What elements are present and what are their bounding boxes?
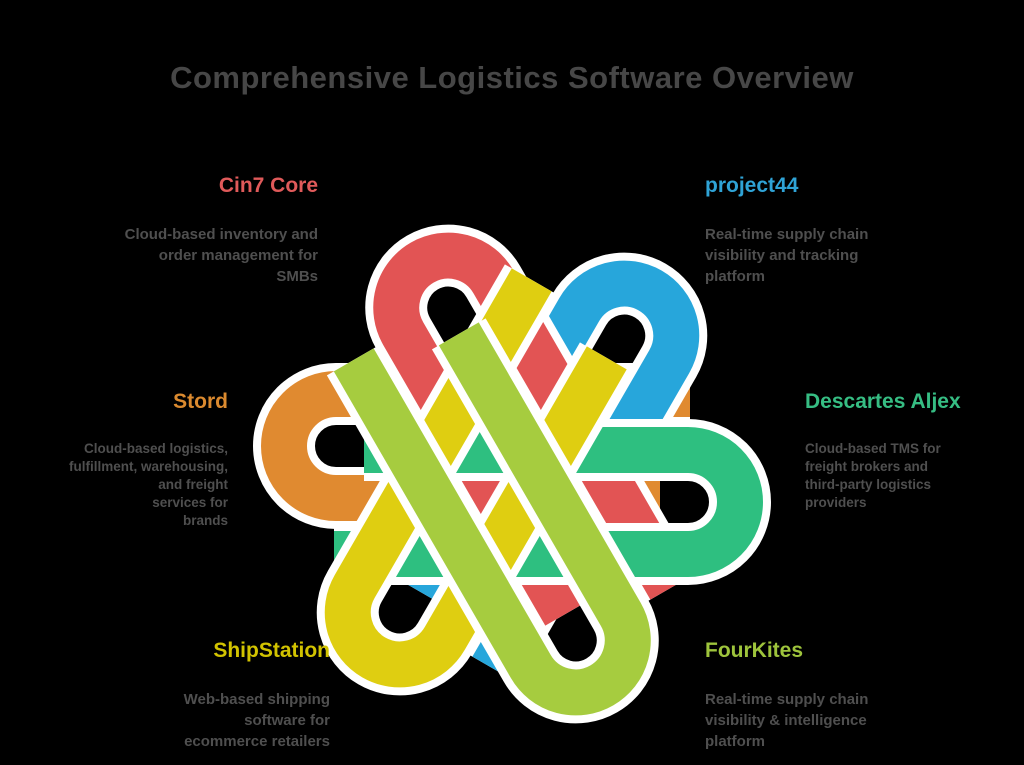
- product-block-descartes-aljex: Descartes Aljex Cloud-based TMS for frei…: [805, 388, 1024, 512]
- knot-loop-red: [365, 224, 698, 630]
- product-description: Cloud-based inventory and order manageme…: [124, 226, 318, 285]
- product-block-fourkites: FourKites Real-time supply chain visibil…: [705, 637, 965, 752]
- product-description: Real-time supply chain visibility & inte…: [705, 691, 869, 750]
- product-label: ShipStation: [213, 639, 330, 662]
- product-label: Stord: [173, 390, 228, 413]
- knot-emblem: [253, 224, 771, 724]
- knot-loop-lime: [326, 318, 659, 724]
- product-description: Real-time supply chain visibility and tr…: [705, 226, 869, 285]
- product-description: Web-based shipping software for ecommerc…: [183, 691, 330, 750]
- product-block-project44: project44 Real-time supply chain visibil…: [705, 172, 965, 287]
- product-label: FourKites: [705, 639, 804, 662]
- product-label: Cin7 Core: [218, 174, 318, 197]
- page-title: Comprehensive Logistics Software Overvie…: [170, 60, 854, 95]
- knot-loop-orange: [253, 363, 690, 529]
- product-description: Cloud-based logistics, fulfillment, ware…: [68, 441, 228, 528]
- knot-loop-yellow: [316, 264, 634, 696]
- product-block-shipstation: ShipStation Web-based shipping software …: [70, 637, 330, 752]
- product-description: Cloud-based TMS for freight brokers and …: [805, 441, 941, 510]
- product-block-cin7-core: Cin7 Core Cloud-based inventory and orde…: [58, 172, 318, 287]
- product-block-stord: Stord Cloud-based logistics, fulfillment…: [0, 388, 228, 530]
- knot-loop-green: [334, 419, 771, 585]
- product-label: Descartes Aljex: [805, 390, 961, 413]
- product-label: project44: [705, 174, 799, 197]
- knot-loop-blue: [390, 252, 708, 684]
